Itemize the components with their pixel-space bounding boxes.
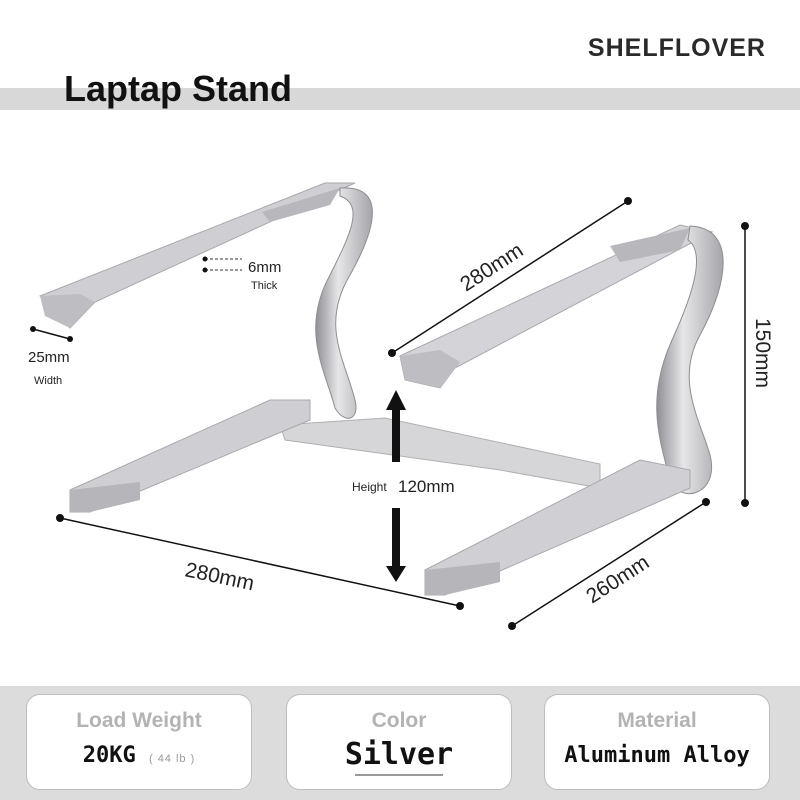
material-value: Aluminum Alloy <box>564 743 750 768</box>
inner-height-label: Height <box>352 480 387 494</box>
load-weight-label: Load Weight <box>76 709 202 732</box>
base-length-label: 280mm <box>183 558 256 595</box>
right-s-curve <box>656 225 724 495</box>
title-bar <box>0 88 800 110</box>
color-card: Color Silver <box>286 694 512 790</box>
brand-name: SHELFLOVER <box>587 34 766 62</box>
product-illustration: 6mm Thick 25mm Width 280mm 150mm Height … <box>28 182 774 630</box>
color-value: Silver <box>344 737 454 772</box>
load-weight-value: 20KG ( 44 lb ) <box>27 743 251 768</box>
width-value: 25mm <box>28 349 70 366</box>
material-label: Material <box>617 709 697 732</box>
thickness-value: 6mm <box>248 259 281 276</box>
color-underline <box>355 774 443 776</box>
material-card: Material Aluminum Alloy <box>544 694 770 790</box>
left-s-curve <box>315 187 373 419</box>
thickness-label: Thick <box>251 280 278 292</box>
load-weight-card: Load Weight 20KG ( 44 lb ) <box>26 694 252 790</box>
total-height-label: 150mm <box>751 318 774 388</box>
color-label: Color <box>371 709 427 732</box>
page-title: Laptap Stand <box>64 68 293 109</box>
load-weight-lb: ( 44 lb ) <box>148 753 196 765</box>
top-length-label: 280mm <box>456 239 527 296</box>
base-depth-label: 260mm <box>582 551 653 608</box>
load-weight-kg: 20KG <box>82 743 136 768</box>
inner-height-value: 120mm <box>398 477 455 496</box>
width-label: Width <box>34 375 62 387</box>
